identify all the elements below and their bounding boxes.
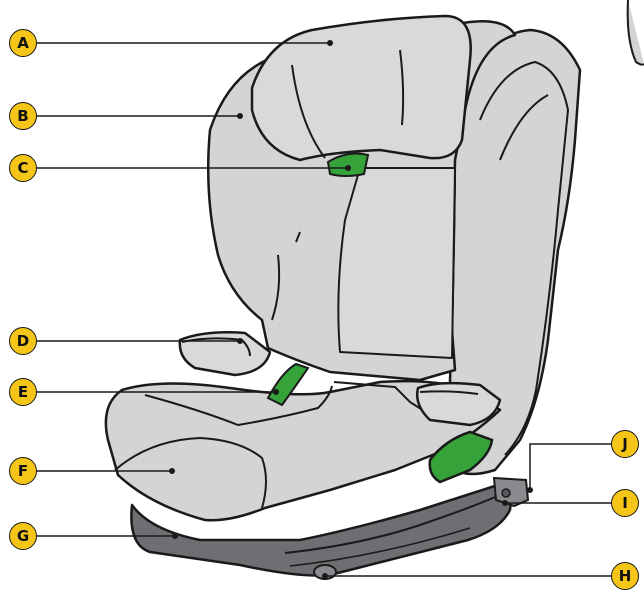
callout-marker-d: D [9,327,37,355]
back-stitch-left [271,254,281,321]
headrest [250,14,472,162]
adjacent-product-edge [626,0,644,66]
callout-marker-j: J [611,430,639,458]
belt-guide-right [428,430,494,484]
headrest-adjust-handle [326,152,370,177]
callout-marker-f: F [9,457,37,485]
seat-base-shell [130,483,514,577]
belt-guide-left [266,362,310,407]
isofix-release-button [501,488,511,498]
back-stitch-right [295,231,301,243]
seat-front-edge [114,436,267,509]
seat-inner-fold [144,385,333,427]
armrest-right-top [419,390,479,395]
side-wing-panel [479,60,570,456]
headrest-seam [291,64,326,159]
leader-j [529,443,614,490]
callout-marker-g: G [9,522,37,550]
callout-marker-h: H [611,562,639,590]
side-wing-seam [499,94,549,161]
callout-dots [169,40,533,579]
armrest-left [178,331,272,377]
callout-marker-a: A [9,29,37,57]
callout-marker-i: I [611,489,639,517]
base-groove [284,494,501,554]
callout-leaders [37,42,614,577]
callout-marker-b: B [9,102,37,130]
base-groove-2 [289,527,471,567]
callout-marker-e: E [9,378,37,406]
armrest-right [416,381,502,427]
callout-marker-c: C [9,154,37,182]
back-panel [337,167,456,359]
isofix-connector [492,476,530,508]
headrest-fold [399,49,405,126]
